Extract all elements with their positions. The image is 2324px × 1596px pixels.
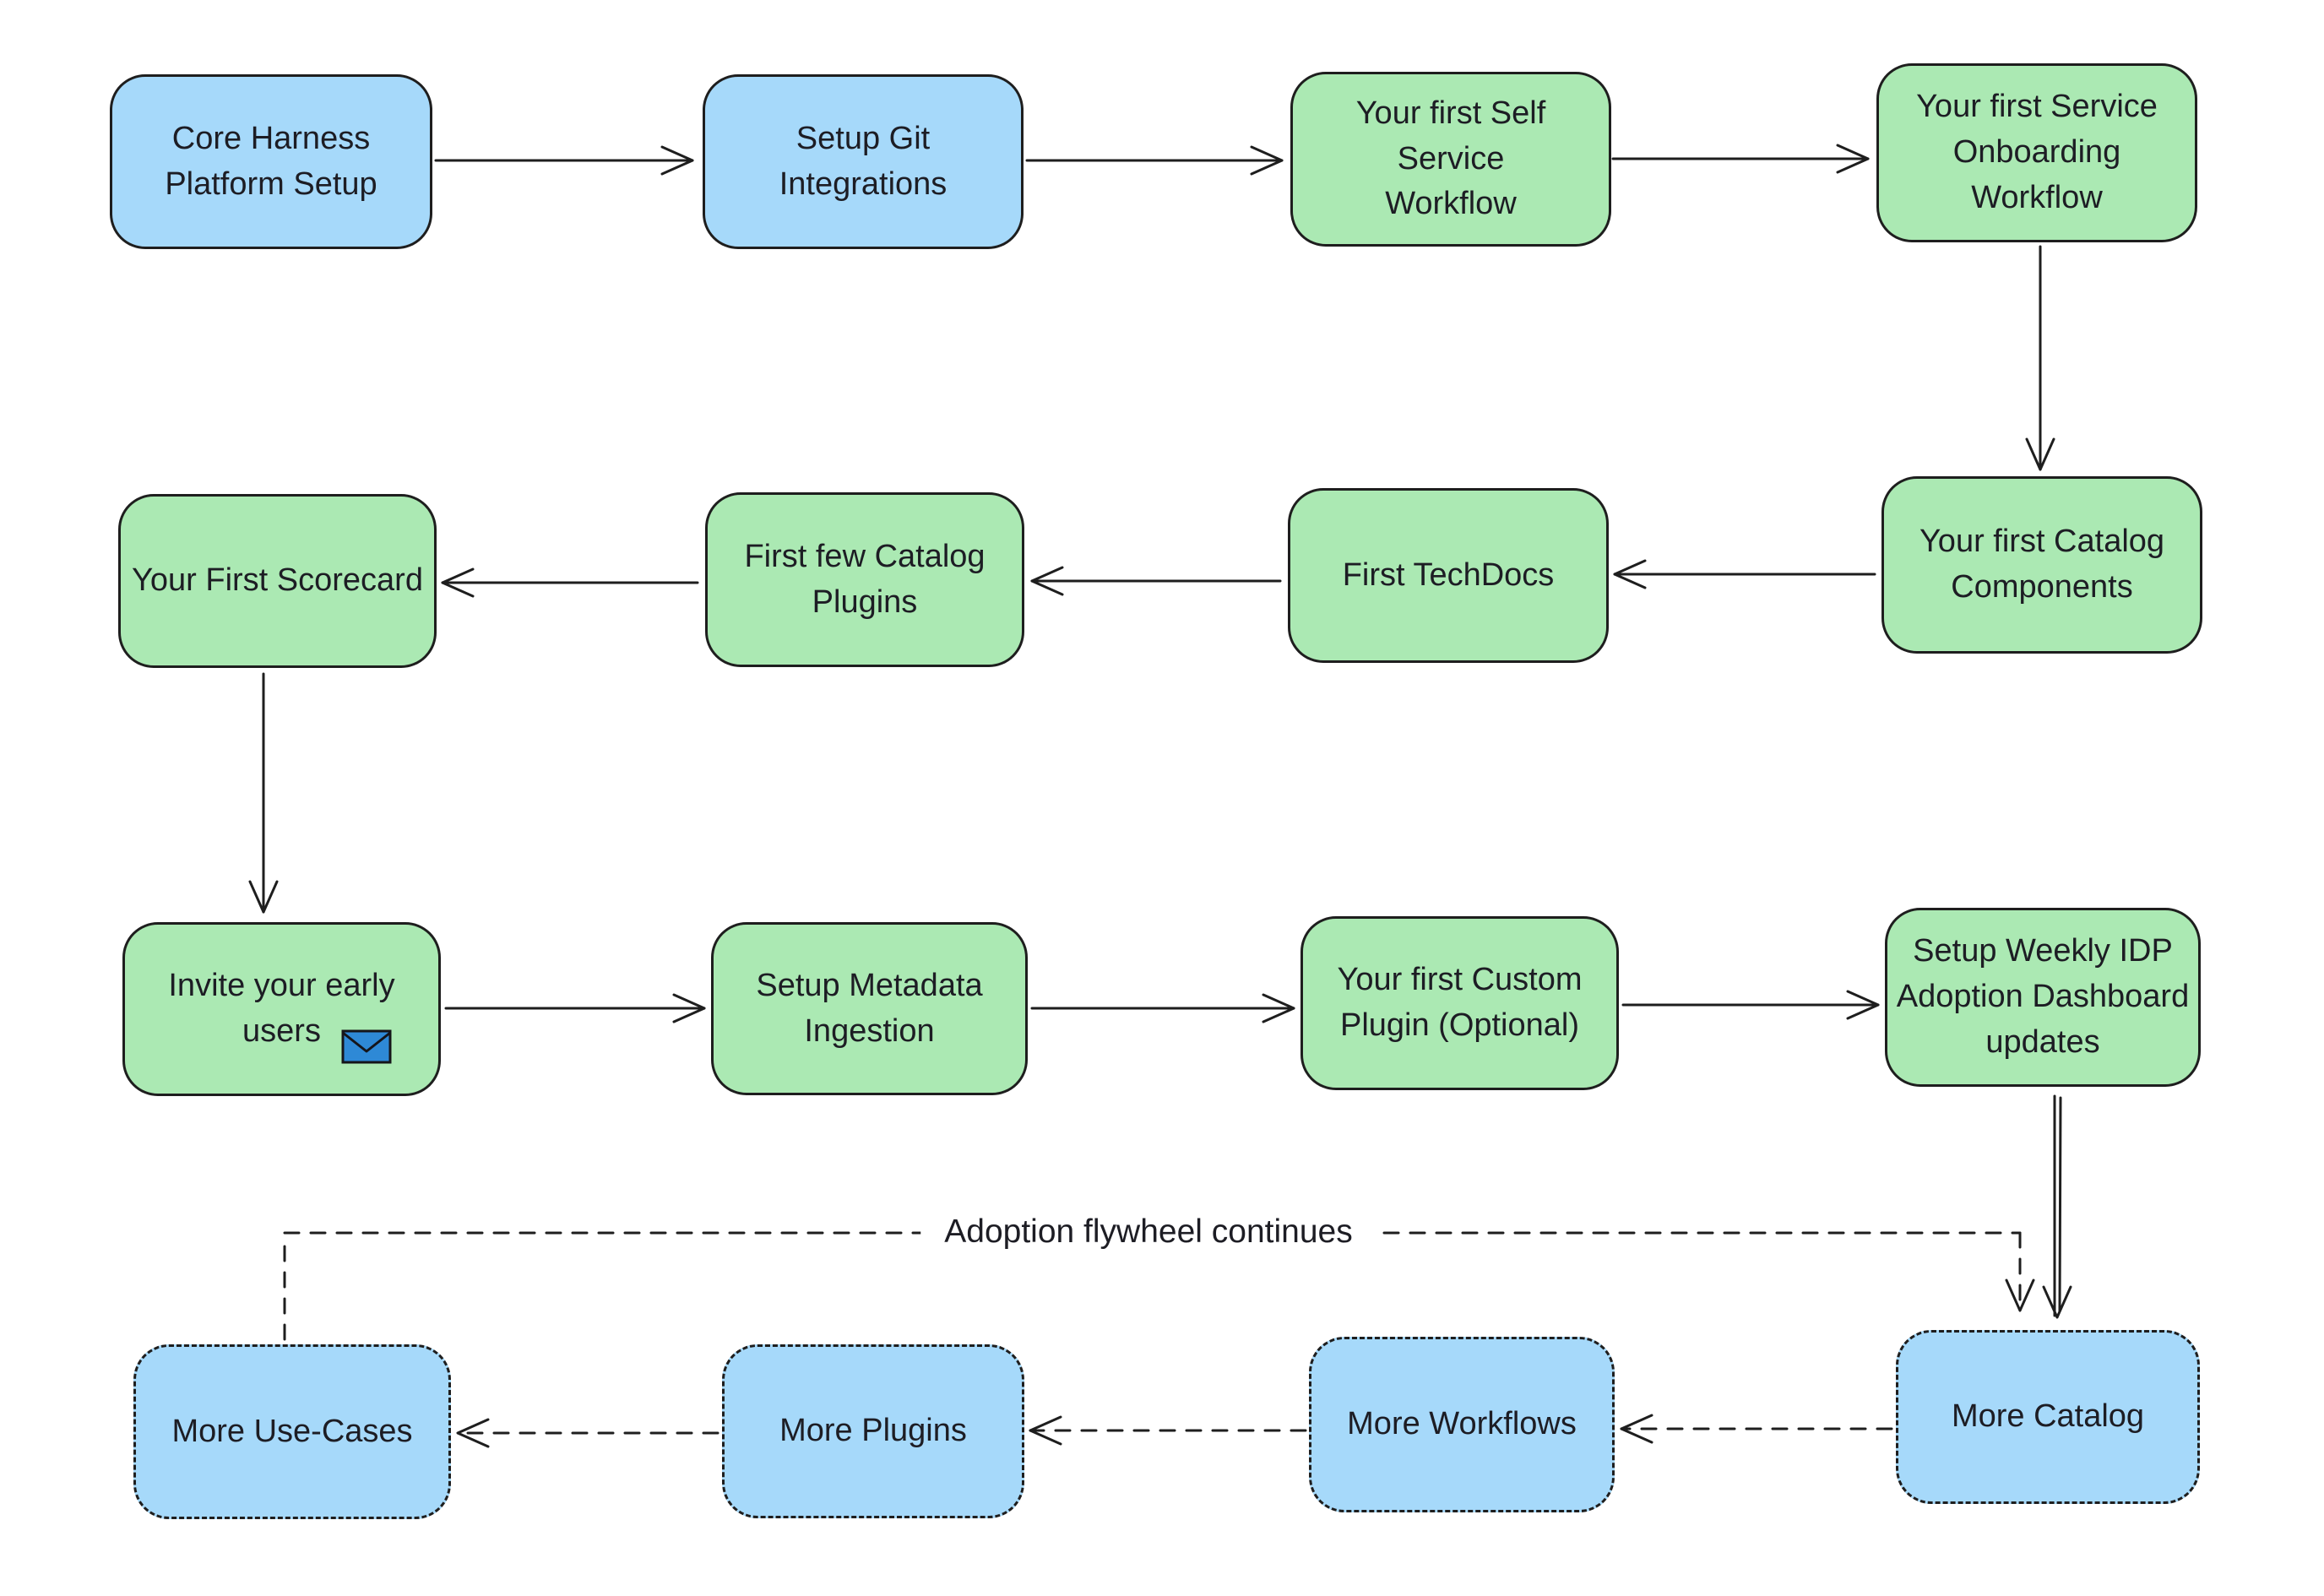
arrow-catalog-plugins-to-scorecard <box>441 567 699 598</box>
arrow-onboarding-to-catalog-components <box>2025 245 2055 471</box>
arrow-self-service-to-onboarding <box>1611 144 1870 174</box>
node-label: Setup Weekly IDP Adoption Dashboard upda… <box>1896 933 2190 1060</box>
arrow-custom-plugin-to-weekly-idp <box>1621 990 1880 1020</box>
node-more-use-cases: More Use-Cases <box>133 1344 451 1519</box>
node-label: Your first Catalog Components <box>1919 524 2165 605</box>
node-more-workflows: More Workflows <box>1309 1337 1615 1512</box>
node-label: More Workflows <box>1347 1406 1577 1442</box>
node-label: Setup Metadata Ingestion <box>756 967 983 1049</box>
node-more-plugins: More Plugins <box>722 1344 1024 1518</box>
node-label: First TechDocs <box>1342 556 1555 593</box>
arrow-git-to-self-service <box>1025 145 1284 176</box>
arrow-weekly-idp-to-more-catalog <box>2042 1094 2072 1319</box>
node-more-catalog: More Catalog <box>1896 1330 2200 1504</box>
node-label: Your first Custom Plugin (Optional) <box>1337 962 1583 1043</box>
node-label: Your first Self Service Workflow <box>1355 95 1546 222</box>
arrow-scorecard-to-invite <box>248 672 279 914</box>
node-first-catalog-components: Your first Catalog Components <box>1881 476 2202 654</box>
node-your-first-scorecard: Your First Scorecard <box>118 494 437 668</box>
node-label: More Catalog <box>1951 1398 2145 1435</box>
node-first-few-catalog-plugins: First few Catalog Plugins <box>705 492 1024 667</box>
arrowhead-flywheel-into-more-catalog <box>2005 1278 2035 1312</box>
arrow-invite-to-metadata <box>444 993 706 1023</box>
node-setup-metadata-ingestion: Setup Metadata Ingestion <box>711 922 1028 1095</box>
node-setup-weekly-idp-adoption-dashboard-updates: Setup Weekly IDP Adoption Dashboard upda… <box>1885 908 2201 1087</box>
node-label: Your First Scorecard <box>132 562 423 599</box>
arrow-techdocs-to-catalog-plugins <box>1030 566 1282 596</box>
node-label: More Use-Cases <box>171 1413 413 1449</box>
node-label: Invite your early users <box>168 968 395 1049</box>
node-label: Core Harness Platform Setup <box>165 120 377 202</box>
node-label: More Plugins <box>779 1413 967 1449</box>
node-first-techdocs: First TechDocs <box>1288 488 1609 663</box>
node-first-service-onboarding-workflow: Your first Service Onboarding Workflow <box>1876 63 2197 242</box>
node-label: First few Catalog Plugins <box>744 538 986 620</box>
arrow-core-to-git <box>434 145 694 176</box>
arrow-more-catalog-to-more-workflows <box>1620 1414 1893 1444</box>
arrow-metadata-to-custom-plugin <box>1030 993 1295 1023</box>
arrow-more-workflows-to-more-plugins <box>1029 1415 1307 1446</box>
node-core-harness-platform-setup: Core Harness Platform Setup <box>110 74 432 249</box>
node-your-first-custom-plugin: Your first Custom Plugin (Optional) <box>1300 916 1619 1090</box>
arrow-more-plugins-to-more-use-cases <box>456 1418 719 1448</box>
flywheel-annotation: Adoption flywheel continues <box>920 1213 1376 1251</box>
node-setup-git-integrations: Setup Git Integrations <box>703 74 1024 249</box>
arrow-catalog-components-to-techdocs <box>1613 559 1876 589</box>
node-invite-your-early-users: Invite your early users <box>122 922 441 1096</box>
email-icon <box>341 1029 392 1064</box>
node-first-self-service-workflow: Your first Self Service Workflow <box>1290 72 1611 247</box>
node-label: Your first Service Onboarding Workflow <box>1916 89 2158 215</box>
node-label: Setup Git Integrations <box>779 120 948 202</box>
